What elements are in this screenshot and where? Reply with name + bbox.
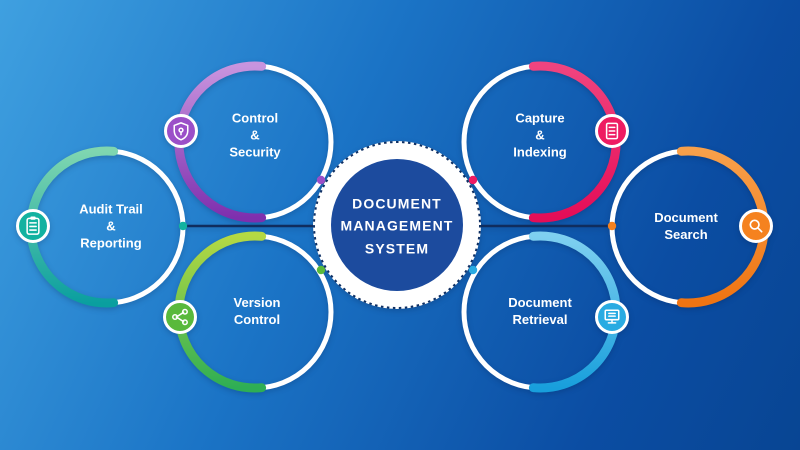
indexed-document-icon: [605, 122, 619, 140]
node-ring-audit-trail-reporting: [26, 146, 186, 308]
badge-circle: [164, 114, 198, 148]
dot-audit-trail: [178, 221, 188, 231]
shield-icon: [173, 122, 189, 141]
badge-control-security: [164, 114, 198, 148]
branch-nodes-icon: [172, 308, 188, 326]
node-ring-capture-indexing: [461, 61, 621, 223]
magnifier-icon: [749, 219, 763, 233]
badge-document-search: [739, 209, 773, 243]
node-ring-version-control: [174, 231, 334, 393]
badge-circle: [163, 300, 197, 334]
center-inner-circle: [331, 159, 463, 291]
dot-version-control: [316, 265, 326, 275]
monitor-icon: [604, 309, 620, 324]
dot-document-search: [607, 221, 617, 231]
dot-document-retrieval: [468, 265, 478, 275]
badge-version-control: [163, 300, 197, 334]
badge-capture-indexing: [595, 114, 629, 148]
badge-circle: [739, 209, 773, 243]
center-perforated-edge: [313, 141, 481, 309]
badge-circle: [595, 300, 629, 334]
center-node: [313, 141, 481, 309]
node-ring-document-retrieval: [461, 231, 621, 393]
clipboard-checklist-icon: [26, 216, 40, 235]
badge-audit-trail-reporting: [16, 209, 50, 243]
dot-capture-indexing: [468, 175, 478, 185]
node-ring-control-security: [174, 61, 334, 223]
badge-document-retrieval: [595, 300, 629, 334]
dot-control-security: [316, 175, 326, 185]
